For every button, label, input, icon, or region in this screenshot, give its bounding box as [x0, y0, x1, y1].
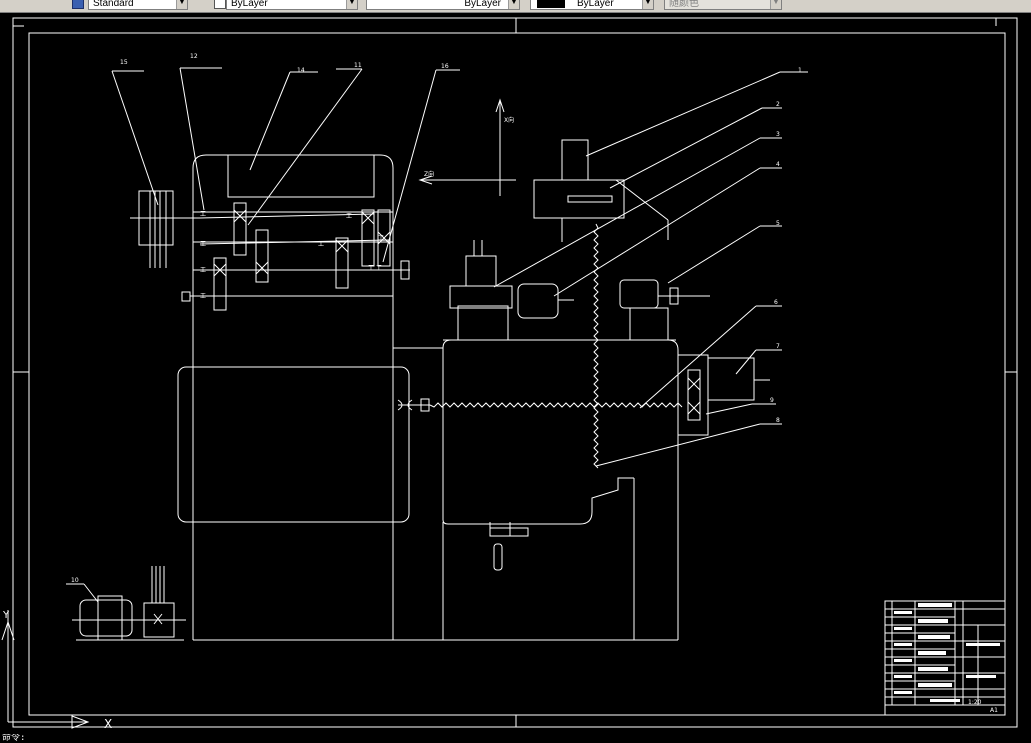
linetype-dropdown[interactable]: ByLayer ▼ — [366, 0, 520, 10]
chevron-down-icon[interactable]: ▼ — [346, 0, 357, 9]
centering-marks — [13, 18, 1017, 727]
machine-column — [192, 154, 676, 640]
outer-border — [12, 17, 1018, 728]
callout-label: 14 — [297, 67, 305, 74]
text-style-value: Standard — [93, 0, 134, 9]
callout-label: 3 — [776, 131, 780, 138]
x-axis-label: X向 — [504, 116, 514, 124]
callout-label: 7 — [776, 343, 780, 350]
chevron-down-icon: ▼ — [770, 0, 781, 9]
worktable — [442, 139, 770, 571]
lead-screws — [397, 223, 683, 469]
z-axis-label: Z向 — [424, 170, 434, 178]
command-prompt: 命令: — [2, 734, 26, 743]
svg-text:工: 工 — [200, 293, 206, 300]
callout-label: 15 — [120, 59, 128, 66]
svg-text:工: 工 — [318, 241, 324, 248]
chevron-down-icon[interactable]: ▼ — [508, 0, 519, 9]
callout-label: 6 — [774, 299, 778, 306]
callout-label: 10 — [71, 577, 79, 584]
callout-label: 12 — [190, 53, 198, 60]
callout-label: 9 — [770, 397, 774, 404]
lineweight-value: ByLayer — [577, 0, 614, 9]
vertical-screw — [593, 223, 599, 469]
plot-style-value: 随颜色 — [669, 0, 699, 9]
inner-border — [28, 32, 1006, 716]
callout-label: 16 — [441, 63, 449, 70]
chevron-down-icon[interactable]: ▼ — [642, 0, 653, 9]
horizontal-screw — [429, 402, 683, 408]
callout-label: 1 — [798, 67, 802, 74]
callout-label: 8 — [776, 417, 780, 424]
leader-lines — [66, 67, 808, 603]
callout-label: 2 — [776, 101, 780, 108]
motor — [72, 566, 186, 641]
layer-icon[interactable] — [214, 0, 226, 9]
svg-text:工 工: 工 工 — [368, 265, 382, 272]
layer-dropdown[interactable]: ByLayer ▼ — [226, 0, 358, 10]
lineweight-dropdown[interactable]: ByLayer ▼ — [530, 0, 654, 10]
chevron-down-icon[interactable]: ▼ — [176, 0, 187, 9]
svg-text:工: 工 — [346, 213, 352, 220]
sheet-size-label: A1 — [990, 707, 998, 714]
drawing-canvas[interactable]: 15 12 14 11 16 1 2 3 4 5 6 7 9 8 10 — [0, 12, 1031, 734]
ucs-x-label: X — [104, 717, 112, 731]
scale-label: 1:20 — [968, 699, 982, 706]
drawing-svg: 15 12 14 11 16 1 2 3 4 5 6 7 9 8 10 — [1, 17, 1018, 731]
properties-toolbar: Standard ▼ ByLayer ▼ ByLayer ▼ ByLayer ▼… — [0, 0, 1031, 13]
text-style-dropdown[interactable]: Standard ▼ — [88, 0, 188, 10]
callout-label: 5 — [776, 220, 780, 227]
ucs-y-label: Y — [2, 610, 10, 621]
lineweight-swatch — [537, 0, 565, 8]
plot-style-dropdown: 随颜色 ▼ — [664, 0, 782, 10]
callout-label: 11 — [354, 62, 362, 69]
svg-text:工: 工 — [200, 267, 206, 274]
headstock-cover — [227, 154, 375, 198]
command-line[interactable]: 命令: — [0, 734, 1031, 743]
svg-text:工: 工 — [200, 211, 206, 218]
callout-labels: 15 12 14 11 16 1 2 3 4 5 6 7 9 8 10 — [71, 53, 802, 584]
ucs-icon: Y X — [1, 610, 112, 731]
linetype-value: ByLayer — [464, 0, 501, 9]
title-block: 1:20 A1 — [884, 600, 1006, 716]
text-style-icon[interactable] — [72, 0, 84, 9]
layer-value: ByLayer — [231, 0, 268, 9]
svg-text:工: 工 — [378, 235, 384, 242]
svg-text:工: 工 — [200, 241, 206, 248]
callout-label: 4 — [776, 161, 780, 168]
gear-train: 工工 工工 工工 工 工工 — [130, 190, 410, 311]
axis-arrows: X向 Z向 — [418, 98, 516, 196]
